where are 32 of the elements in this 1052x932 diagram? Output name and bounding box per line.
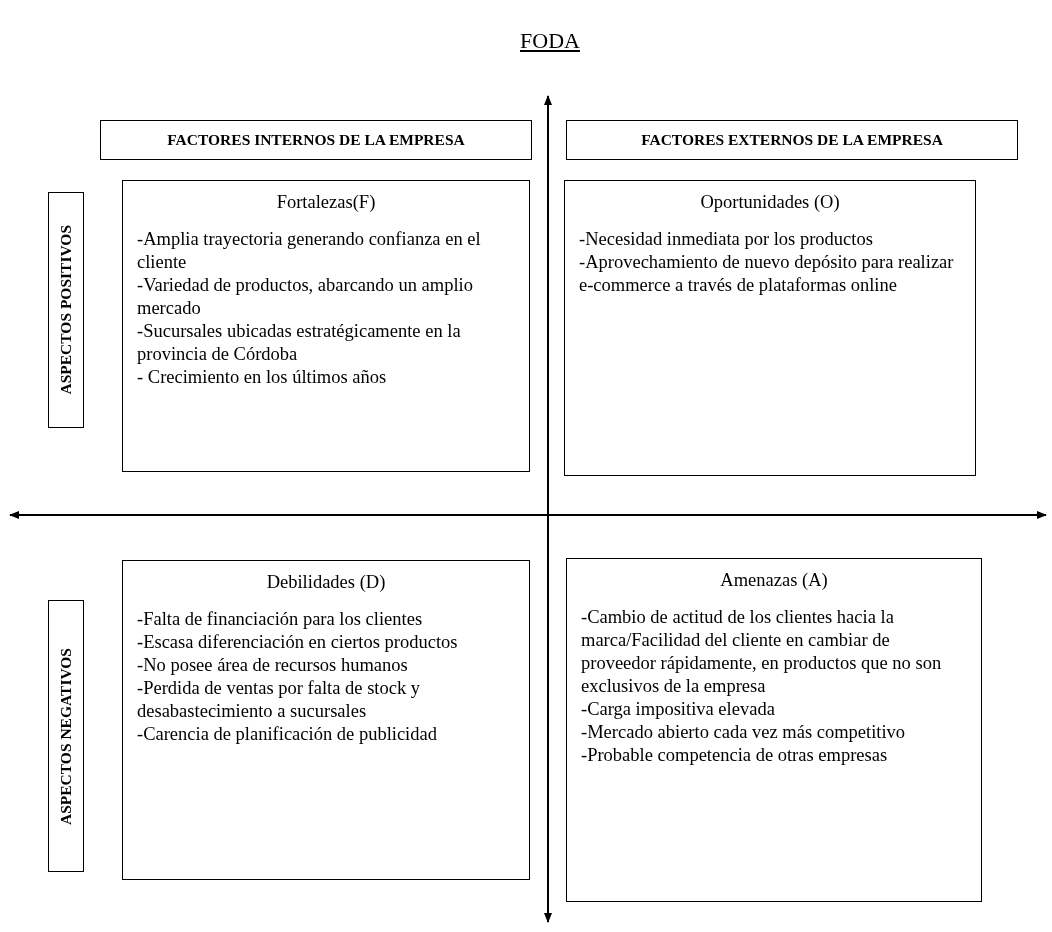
bullet-item: -Cambio de actitud de los clientes hacia la marca/Facilidad del cliente en cambiar de proveedor rápidamente, en productos que no son exclusivos de la empresa: [581, 606, 943, 698]
quadrant-heading: Fortalezas(F): [275, 191, 377, 214]
header-box: [100, 120, 532, 160]
quadrant-box: [122, 180, 530, 472]
bullet-item: -Sucursales ubicadas estratégicamente en la provincia de Córdoba: [137, 320, 462, 366]
header-box: [566, 120, 1018, 160]
side-label: ASPECTOS POSITIVOS: [57, 225, 75, 395]
bullet-item: -Carencia de planificación de publicidad: [137, 723, 438, 746]
quadrant-heading: Debilidades (D): [265, 571, 387, 594]
header-label: FACTORES EXTERNOS DE LA EMPRESA: [641, 131, 943, 149]
bullet-item: -Mercado abierto cada vez más competitivo: [581, 721, 907, 744]
side-label-box: [48, 192, 84, 428]
bullet-item: -Perdida de ventas por falta de stock y desabastecimiento a sucursales: [137, 677, 422, 723]
bullet-item: - Crecimiento en los últimos años: [137, 366, 388, 389]
quadrant-box: [566, 558, 982, 902]
bullet-item: -Probable competencia de otras empresas: [581, 744, 889, 767]
bullet-item: -Aprovechamiento de nuevo depósito para realizar e-commerce a través de plataformas online: [579, 251, 955, 297]
header-label: FACTORES INTERNOS DE LA EMPRESA: [167, 131, 465, 149]
bullet-item: -Variedad de productos, abarcando un amplio mercado: [137, 274, 474, 320]
side-label-box: [48, 600, 84, 872]
quadrant-box: [122, 560, 530, 880]
bullet-item: -No posee área de recursos humanos: [137, 654, 409, 677]
quadrant-heading: Amenazas (A): [719, 569, 829, 592]
bullet-item: -Falta de financiación para los clientes: [137, 608, 424, 631]
bullet-item: -Amplia trayectoria generando confianza en el cliente: [137, 228, 482, 274]
bullet-item: -Escasa diferenciación en ciertos productos: [137, 631, 459, 654]
side-label: ASPECTOS NEGATIVOS: [57, 647, 75, 825]
bullet-item: -Necesidad inmediata por los productos: [579, 228, 874, 251]
bullet-item: -Carga impositiva elevada: [581, 698, 776, 721]
quadrant-heading: Oportunidades (O): [699, 191, 841, 214]
quadrant-box: [564, 180, 976, 476]
title: FODA: [519, 28, 581, 54]
